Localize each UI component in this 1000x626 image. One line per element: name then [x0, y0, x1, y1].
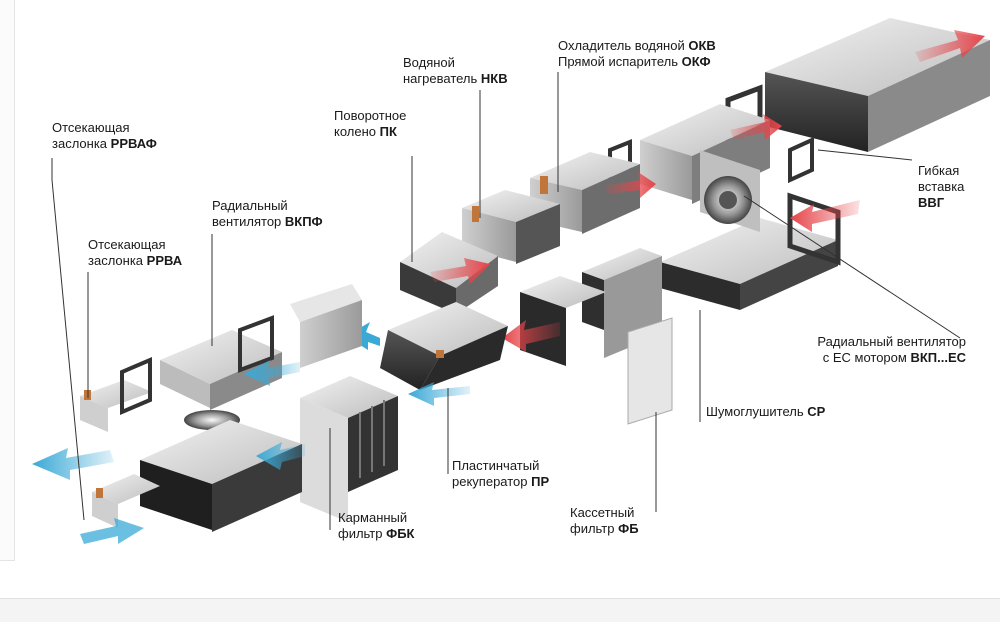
label-okv: Охладитель водяной ОКВ Прямой испаритель… [558, 38, 716, 69]
exhaust-arrow [408, 382, 470, 406]
airflow-arrow [605, 172, 656, 198]
leader-vvg [817, 149, 913, 161]
label-fb: Кассетный фильтр ФБ [570, 505, 639, 536]
label-fbk: Карманный фильтр ФБК [338, 510, 415, 541]
pr-recuperator [380, 302, 508, 390]
label-vkp-ec: Радиальный вентилятор с EC мотором ВКП..… [817, 334, 966, 365]
nkv-heater [462, 152, 640, 264]
label-sr: Шумоглушитель СР [706, 404, 826, 419]
supply-outlet-arrow [915, 30, 985, 62]
supply-arrow [256, 442, 305, 470]
page-left-panel [0, 0, 15, 561]
label-vkpf: Радиальный вентилятор ВКПФ [212, 198, 323, 229]
vvg-flexible-insert [725, 18, 990, 184]
label-rrvaf: Отсекающая заслонка РРВАФ [52, 120, 157, 151]
rrvaf-damper [80, 356, 152, 432]
page-bottom-bar [0, 598, 1000, 622]
leader-rrvaf [51, 158, 85, 521]
fbk-pocket-filter [300, 376, 398, 522]
leader-vkpec [743, 195, 961, 339]
supply-inlet-arrow [80, 518, 144, 544]
rrva-damper [92, 474, 160, 528]
exhaust-arrow [32, 448, 114, 480]
leader-lines [51, 72, 961, 530]
sr-silencer [582, 248, 673, 425]
airflow-arrow [730, 114, 782, 140]
label-pr: Пластинчатый рекуператор ПР [452, 458, 550, 489]
label-pk: Поворотное колено ПК [334, 108, 407, 139]
airflow-arrow [790, 200, 860, 232]
label-rrva: Отсекающая заслонка РРВА [88, 237, 183, 268]
exhaust-arrow [346, 322, 380, 350]
airflow-arrow [430, 258, 490, 284]
exhaust-arrow [244, 360, 300, 386]
label-nkv: Водяной нагреватель НКВ [403, 55, 508, 86]
supply-duct-section [140, 420, 302, 532]
airflow-arrow [502, 320, 560, 352]
label-vvg: Гибкая вставка ВВГ [918, 163, 965, 210]
vkp-ec-fan [660, 150, 841, 310]
